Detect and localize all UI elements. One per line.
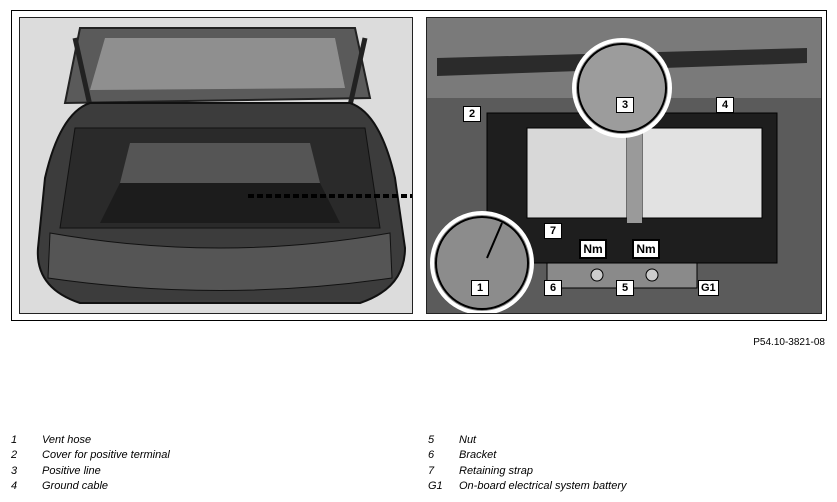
callout-2: 2 xyxy=(463,106,481,122)
legend-number: 1 xyxy=(11,433,18,446)
legend-item: 5 Nut xyxy=(428,432,627,448)
torque-marker-right: Nm xyxy=(632,239,660,259)
trunk-illustration xyxy=(20,18,412,313)
legend-text: Ground cable xyxy=(42,480,109,493)
battery-illustration xyxy=(427,18,821,313)
callout-4: 4 xyxy=(716,97,734,113)
legend-number: 4 xyxy=(11,480,18,493)
legend-left: 1 Vent hose 2 Cover for positive termina… xyxy=(11,432,170,494)
legend-number: 3 xyxy=(11,464,18,477)
legend-number: 6 xyxy=(428,449,435,462)
legend-item: 2 Cover for positive terminal xyxy=(11,448,170,464)
legend-item: 6 Bracket xyxy=(428,448,627,464)
legend-number: G1 xyxy=(428,480,443,493)
callout-7: 7 xyxy=(544,223,562,239)
legend-number: 5 xyxy=(428,433,435,446)
figure-code: P54.10-3821-08 xyxy=(753,337,825,348)
legend-text: Retaining strap xyxy=(459,464,533,477)
legend-text: Cover for positive terminal xyxy=(42,449,170,462)
callout-3: 3 xyxy=(616,97,634,113)
legend-item: G1 On-board electrical system battery xyxy=(428,479,627,495)
callout-g1: G1 xyxy=(698,280,719,296)
legend-text: Positive line xyxy=(42,464,101,477)
legend-text: Bracket xyxy=(459,449,497,462)
torque-marker-left: Nm xyxy=(579,239,607,259)
figure-frame: 2 3 4 7 1 6 5 G1 Nm Nm xyxy=(11,10,827,321)
trunk-photo xyxy=(19,17,413,314)
legend-right: 5 Nut 6 Bracket 7 Retaining strap G1 On-… xyxy=(428,432,627,494)
legend-item: 1 Vent hose xyxy=(11,432,170,448)
legend-text: On-board electrical system battery xyxy=(459,480,627,493)
battery-photo xyxy=(426,17,822,314)
legend-number: 7 xyxy=(428,464,435,477)
legend-text: Nut xyxy=(459,433,477,446)
legend-item: 3 Positive line xyxy=(11,463,170,479)
callout-1: 1 xyxy=(471,280,489,296)
callout-5: 5 xyxy=(616,280,634,296)
legend-item: 4 Ground cable xyxy=(11,479,170,495)
legend-text: Vent hose xyxy=(42,433,92,446)
legend-item: 7 Retaining strap xyxy=(428,463,627,479)
callout-6: 6 xyxy=(544,280,562,296)
legend-number: 2 xyxy=(11,449,18,462)
